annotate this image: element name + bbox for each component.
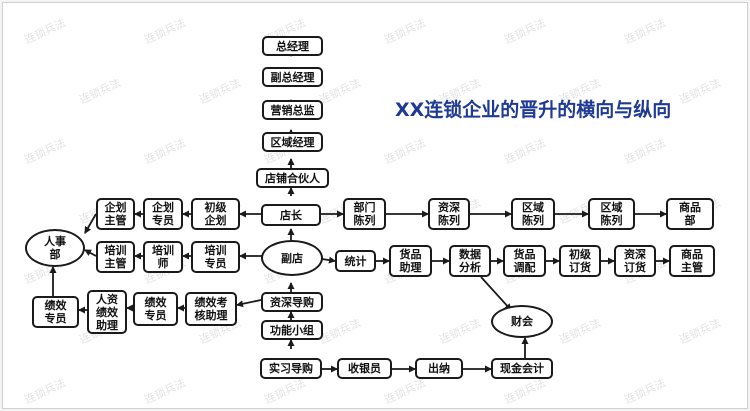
arrow-merch-1 (321, 256, 336, 264)
node-senior-sales-guide: 资深导购 (261, 292, 323, 312)
node-senior-ordering: 资深 订货 (614, 245, 656, 277)
node-training-specialist: 培训 专员 (191, 241, 240, 273)
diagram-title: XX连锁企业的晋升的横向与纵向 (395, 99, 672, 121)
node-goods-assistant: 货品 助理 (389, 245, 432, 277)
arrow-perf-1 (236, 299, 262, 308)
connector-arrows (49, 49, 670, 373)
node-function-group: 功能小组 (261, 320, 323, 340)
node-merchandise-department: 商品 部 (666, 198, 714, 230)
node-store-partner: 店铺合伙人 (256, 168, 329, 188)
node-store-manager: 店长 (261, 204, 321, 226)
node-junior-planner: 初级 企划 (191, 198, 240, 230)
node-performance-appraisal-assistant: 绩效考 核助理 (185, 292, 237, 326)
node-teller: 出纳 (415, 358, 463, 379)
node-junior-ordering: 初级 订货 (559, 245, 601, 277)
node-finance-dept: 财会 (491, 305, 553, 338)
node-hr-department: 人事 部 (25, 229, 85, 267)
node-merchandise-supervisor: 商品 主管 (669, 245, 715, 277)
node-regional-display-1: 区域 陈列 (511, 198, 555, 230)
node-performance-specialist-2: 绩效 专员 (133, 292, 178, 326)
node-performance-specialist-1: 绩效 专员 (32, 296, 79, 328)
node-intern-sales-guide: 实习导购 (260, 358, 322, 379)
arrow-fin-5 (480, 276, 512, 311)
node-goods-allocation: 货品 调配 (503, 245, 546, 277)
node-general-manager: 总经理 (262, 36, 323, 56)
node-assistant-manager: 副店 (261, 240, 323, 276)
node-hr-performance-assistant: 人资 绩效 助理 (87, 290, 127, 334)
node-statistics: 统计 (335, 250, 376, 272)
node-cashier: 收银员 (337, 358, 392, 379)
arrow-to-hr-1 (84, 213, 97, 234)
node-regional-manager: 区域经理 (262, 132, 323, 152)
node-marketing-director: 营销总监 (262, 100, 323, 120)
node-planning-specialist: 企划 专员 (143, 198, 183, 230)
node-deputy-general-manager: 副总经理 (262, 67, 323, 87)
node-training-supervisor: 培训 主管 (96, 241, 135, 273)
node-regional-display-2: 区域 陈列 (588, 198, 635, 230)
node-cash-accountant: 现金会计 (491, 358, 553, 379)
node-department-display: 部门 陈列 (343, 198, 386, 230)
node-planning-supervisor: 企划 主管 (96, 198, 135, 230)
arrow-to-hr-2 (84, 249, 97, 257)
node-data-analysis: 数据 分析 (449, 245, 491, 277)
node-trainer: 培训 师 (143, 241, 183, 273)
node-senior-display: 资深 陈列 (428, 198, 470, 230)
